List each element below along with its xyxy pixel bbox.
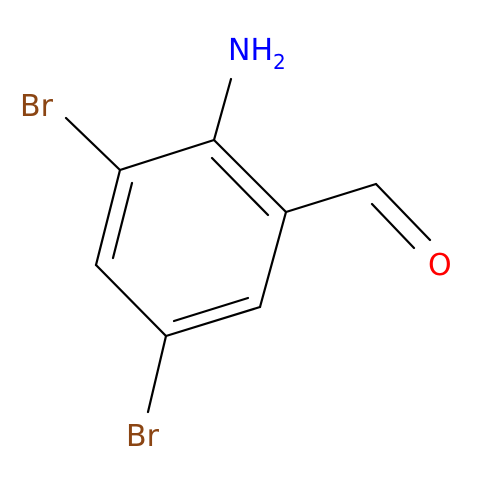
aldehyde-oxygen-label: O — [428, 248, 452, 283]
amino-nh-text: NH — [228, 33, 273, 68]
bond-c4-bromine-bottom — [146, 334, 168, 414]
ring-bond-c3-c4 — [94, 263, 168, 338]
ring-double-bond-c6-c1-inner — [210, 156, 270, 217]
ring-bond-c5-c6 — [258, 210, 288, 309]
benzene-ring — [94, 138, 288, 338]
ring-bond-c2-c3 — [94, 168, 122, 267]
bond-aldehyde-carbon-oxygen-double — [370, 202, 416, 250]
ring-bond-c1-c2 — [118, 138, 216, 172]
bond-aldehyde-carbon-oxygen — [374, 182, 432, 242]
ring-double-bond-c2-c3-inner — [111, 181, 134, 260]
ring-double-bond-c4-c5-inner — [172, 296, 250, 323]
amino-subscript: 2 — [273, 50, 286, 74]
ring-bond-c6-c1 — [212, 138, 288, 214]
ring-bond-c4-c5 — [164, 305, 262, 338]
bond-c1-nitrogen — [212, 77, 233, 142]
bond-c6-aldehyde-carbon — [284, 182, 378, 214]
bromine-top-label: Br — [20, 89, 54, 124]
bromine-bottom-label: Br — [126, 419, 160, 454]
amino-group-label: NH2 — [228, 33, 286, 74]
bond-c2-bromine-top — [64, 116, 122, 172]
